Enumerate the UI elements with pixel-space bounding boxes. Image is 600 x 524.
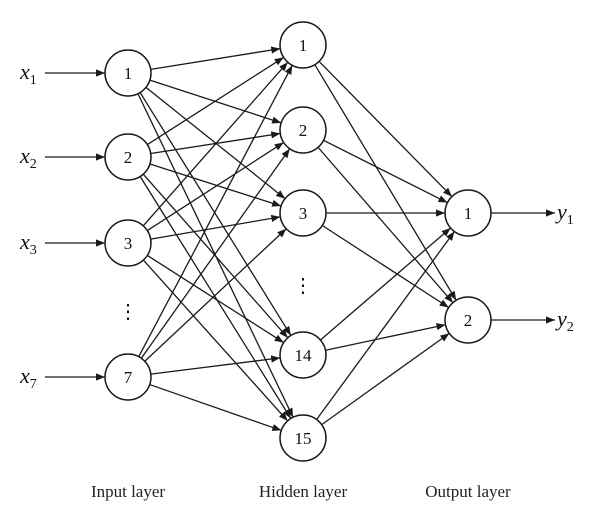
connections <box>137 46 457 432</box>
edge-hidden-2-to-output-1 <box>323 139 448 204</box>
input-variable-x7: x7 <box>19 363 37 392</box>
input-variable-x1: x1 <box>19 59 37 88</box>
hidden-node-1 <box>279 21 327 69</box>
edge-input-7-to-hidden-15 <box>149 383 282 432</box>
hidden-node-15 <box>279 414 327 462</box>
edge-input-3-to-hidden-14 <box>147 254 284 344</box>
edge-input-3-to-hidden-15 <box>142 259 289 422</box>
edge-input-2-to-hidden-14 <box>142 173 289 339</box>
edge-input-3-to-hidden-2 <box>146 141 285 232</box>
input-node-2 <box>104 133 152 181</box>
hidden-node-label-14: 14 <box>295 346 313 365</box>
edge-input-1-to-hidden-1 <box>150 46 281 71</box>
edge-input-3-to-hidden-1 <box>142 61 289 227</box>
edge-input-2-to-hidden-1 <box>147 56 284 146</box>
edge-hidden-15-to-output-1 <box>316 231 455 420</box>
hidden-ellipsis: ⋮ <box>293 275 313 297</box>
output-node-1 <box>444 189 492 237</box>
hidden-node-label-2: 2 <box>299 121 308 140</box>
edge-input-7-to-hidden-14 <box>150 355 281 375</box>
hidden-node-14 <box>279 331 327 379</box>
edge-input-7-to-hidden-1 <box>138 65 293 357</box>
input-ellipsis: ⋮ <box>118 301 138 323</box>
hidden-layer-caption: Hidden layer <box>259 482 348 501</box>
input-variable-x3: x3 <box>19 229 37 258</box>
hidden-node-label-3: 3 <box>299 204 308 223</box>
input-node-label-7: 7 <box>124 368 133 387</box>
io-arrows <box>45 69 555 381</box>
input-node-3 <box>104 219 152 267</box>
hidden-node-2 <box>279 106 327 154</box>
input-layer-caption: Input layer <box>91 482 165 501</box>
output-layer-caption: Output layer <box>425 482 511 501</box>
edge-hidden-14-to-output-2 <box>325 323 446 351</box>
input-variable-x2: x2 <box>19 143 37 172</box>
hidden-node-label-1: 1 <box>299 36 308 55</box>
edge-hidden-1-to-output-2 <box>314 64 457 301</box>
output-variable-y1: y1 <box>555 199 574 228</box>
neurons: 1 2 3 7 1 2 3 14 15 1 2 <box>104 21 492 462</box>
edge-input-7-to-hidden-3 <box>144 228 287 362</box>
input-node-label-2: 2 <box>124 148 133 167</box>
input-node-label-1: 1 <box>124 64 133 83</box>
edge-hidden-3-to-output-2 <box>321 224 450 309</box>
input-node-label-3: 3 <box>124 234 133 253</box>
edge-hidden-1-to-output-1 <box>318 60 453 198</box>
output-node-2 <box>444 296 492 344</box>
edge-input-3-to-hidden-3 <box>150 214 281 240</box>
edge-input-2-to-hidden-15 <box>139 176 292 419</box>
edge-hidden-15-to-output-2 <box>321 332 450 426</box>
output-node-label-1: 1 <box>464 204 473 223</box>
input-node-1 <box>104 49 152 97</box>
edge-hidden-2-to-output-2 <box>317 146 454 304</box>
edge-input-2-to-hidden-3 <box>149 163 282 207</box>
input-node-7 <box>104 353 152 401</box>
hidden-node-3 <box>279 189 327 237</box>
labels: x1 x2 x3 x7 y1 y2 ⋮ ⋮ Input layer Hidden layer Out… <box>19 59 574 501</box>
output-node-label-2: 2 <box>464 311 473 330</box>
hidden-node-label-15: 15 <box>295 429 312 448</box>
edge-input-7-to-hidden-2 <box>140 148 291 359</box>
edge-hidden-14-to-output-1 <box>320 227 451 341</box>
output-variable-y2: y2 <box>555 306 574 335</box>
